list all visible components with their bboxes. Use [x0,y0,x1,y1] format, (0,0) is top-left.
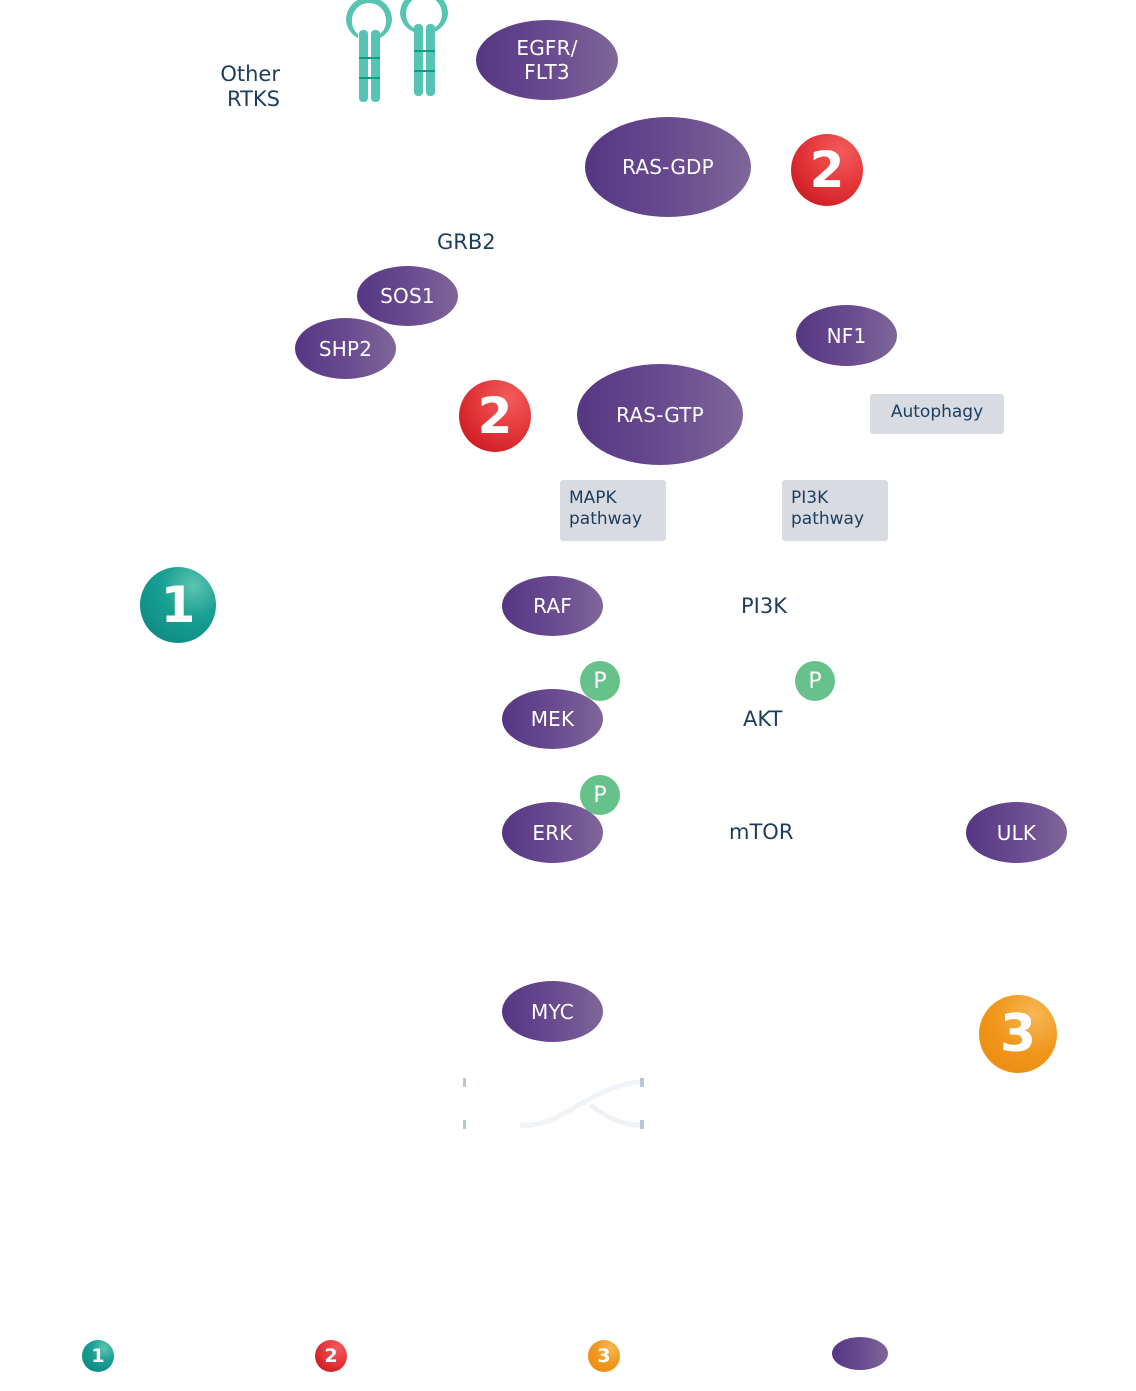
akt-phospho-badge: P [795,661,835,701]
legend-badge-3: 3 [588,1340,620,1372]
sos1-node: SOS1 [357,266,458,326]
erk-phospho-badge: P [580,775,620,815]
legend-badge-2: 2 [315,1340,347,1372]
other-rtks-label: Other RTKS [220,62,280,111]
badge-2-top: 2 [791,134,863,206]
legend: 1 2 3 [0,1330,1136,1390]
nf1-node: NF1 [796,305,897,366]
raf-node: RAF [502,576,603,636]
badge-2-middle: 2 [459,380,531,452]
legend-badge-1: 1 [82,1340,114,1372]
ras-gdp-node: RAS-GDP [585,117,751,217]
pi3k-label: PI3K [741,594,787,618]
akt-label: AKT [743,707,783,731]
egfr-flt3-node: EGFR/ FLT3 [476,20,618,100]
ulk-node: ULK [966,802,1067,863]
mtor-label: mTOR [729,820,794,844]
badge-3: 3 [979,995,1057,1073]
dna-strand-icon [463,1078,644,1129]
erk-node: ERK [502,802,603,863]
pi3k-pathway-box: PI3K pathway [782,480,888,541]
mek-node: MEK [502,689,603,749]
ras-gtp-node: RAS-GTP [577,364,743,465]
rtk-receptor-icon [346,0,448,102]
mapk-pathway-box: MAPK pathway [560,480,666,541]
shp2-node: SHP2 [295,318,396,379]
badge-1: 1 [140,567,216,643]
legend-protein-ellipse [832,1337,888,1370]
autophagy-box: Autophagy [870,394,1004,434]
myc-node: MYC [502,981,603,1042]
mek-phospho-badge: P [580,661,620,701]
grb2-label: GRB2 [437,230,496,254]
